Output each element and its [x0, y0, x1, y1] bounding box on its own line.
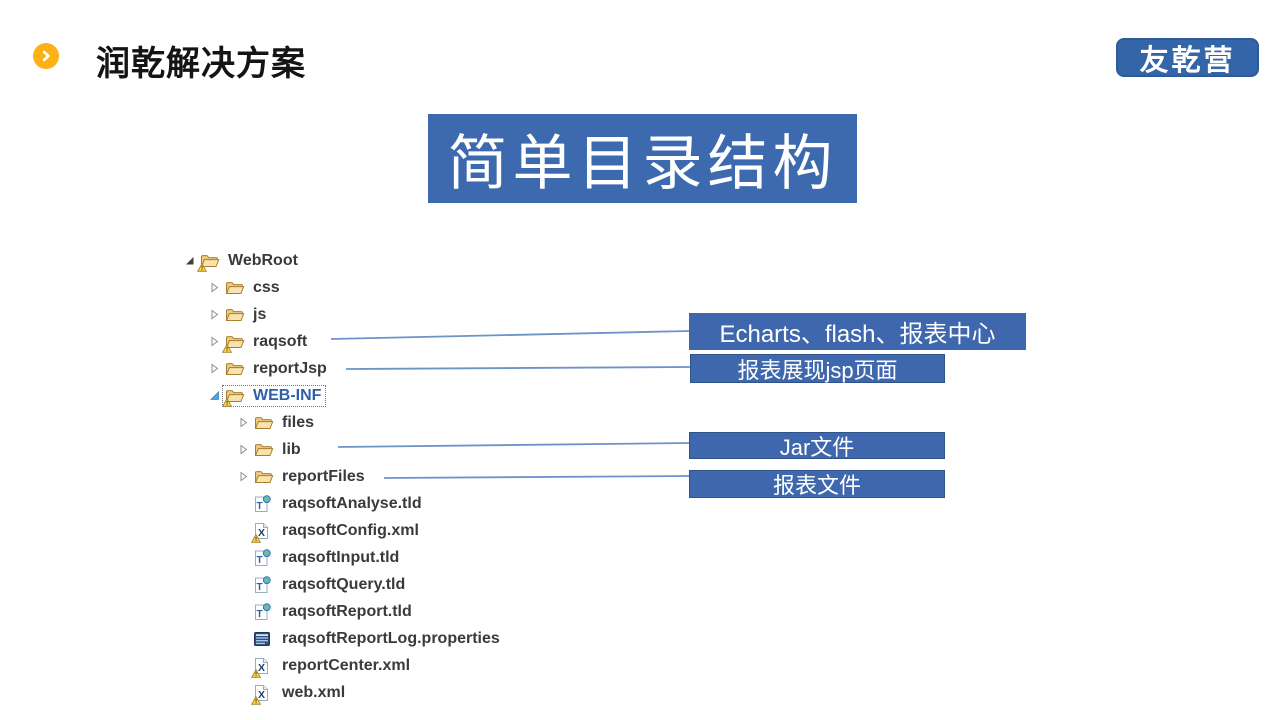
tld-file-icon: T [254, 548, 276, 567]
tree-item-label: WEB-INF [253, 386, 322, 404]
svg-text:T: T [257, 582, 263, 593]
tree-item-label: reportJsp [253, 359, 327, 377]
tree-item-label: web.xml [282, 683, 346, 701]
tree-item-css[interactable]: css [183, 274, 500, 301]
twistie-collapsed-icon[interactable] [237, 443, 254, 457]
twistie-collapsed-icon[interactable] [208, 335, 225, 349]
twistie-expanded-blue-icon[interactable] [208, 389, 225, 403]
svg-text:X: X [258, 662, 265, 674]
tree-item-label: raqsoftReportLog.properties [282, 629, 500, 647]
tree-item-label: css [253, 278, 280, 296]
twistie-spacer [237, 551, 254, 565]
tree-item-label: WebRoot [228, 251, 298, 269]
xml-file-icon: X [250, 522, 276, 543]
warning-overlay-icon [250, 533, 262, 543]
warning-overlay-icon [250, 695, 262, 705]
svg-text:T: T [257, 501, 263, 512]
folder-icon [225, 307, 247, 323]
tree-item-label: js [253, 305, 267, 323]
tree-item-label: raqsoftConfig.xml [282, 521, 419, 539]
chevron-right-icon [33, 43, 59, 69]
tree-item-label: raqsoft [253, 332, 308, 350]
tree-item-web-inf[interactable]: WEB-INF [183, 382, 500, 409]
properties-file-icon [254, 631, 276, 646]
tree-item-lib[interactable]: lib [183, 436, 500, 463]
svg-text:T: T [257, 609, 263, 620]
tree-item-js[interactable]: js [183, 301, 500, 328]
twistie-collapsed-icon[interactable] [237, 470, 254, 484]
tree-item-raqsoftreportlog-properties[interactable]: raqsoftReportLog.properties [183, 625, 500, 652]
twistie-collapsed-icon[interactable] [208, 362, 225, 376]
tree-item-files[interactable]: files [183, 409, 500, 436]
folder-icon [225, 361, 247, 377]
twistie-spacer [237, 632, 254, 646]
folder-icon [196, 253, 222, 272]
selection-focus-outline: WEB-INF [221, 384, 327, 407]
tree-item-label: reportCenter.xml [282, 656, 411, 674]
tree-item-label: reportFiles [282, 467, 365, 485]
warning-overlay-icon [196, 262, 208, 272]
svg-text:T: T [257, 555, 263, 566]
tree-item-label: raqsoftQuery.tld [282, 575, 406, 593]
twistie-collapsed-icon[interactable] [237, 416, 254, 430]
callout-raqsoft: Echarts、flash、报表中心 [689, 313, 1026, 350]
xml-file-icon: X [250, 657, 276, 678]
folder-icon [254, 415, 276, 431]
svg-text:X: X [258, 527, 265, 539]
tree-item-label: raqsoftReport.tld [282, 602, 412, 620]
tree-item-label: files [282, 413, 315, 431]
folder-icon [221, 334, 247, 353]
tld-file-icon: T [254, 602, 276, 621]
tree-item-raqsoft[interactable]: raqsoft [183, 328, 500, 355]
folder-icon [225, 280, 247, 296]
tld-file-icon: T [254, 494, 276, 513]
section-banner: 简单目录结构 [428, 114, 857, 203]
twistie-spacer [237, 578, 254, 592]
warning-overlay-icon [221, 397, 233, 407]
page-title: 润乾解决方案 [96, 45, 306, 83]
folder-icon [254, 469, 276, 485]
folder-icon [254, 442, 276, 458]
callout-reportjsp: 报表展现jsp页面 [690, 354, 945, 383]
twistie-spacer [237, 497, 254, 511]
folder-icon [221, 388, 247, 407]
twistie-expanded-icon[interactable] [183, 254, 200, 268]
svg-text:X: X [258, 689, 265, 701]
brand-logo: 友乾营 [1116, 38, 1259, 77]
tree-item-label: raqsoftInput.tld [282, 548, 400, 566]
twistie-collapsed-icon[interactable] [208, 281, 225, 295]
callout-reportfiles: 报表文件 [689, 470, 945, 498]
tree-item-webroot[interactable]: WebRoot [183, 247, 500, 274]
tree-item-label: raqsoftAnalyse.tld [282, 494, 422, 512]
xml-file-icon: X [250, 684, 276, 705]
tree-item-reportjsp[interactable]: reportJsp [183, 355, 500, 382]
twistie-collapsed-icon[interactable] [208, 308, 225, 322]
tld-file-icon: T [254, 575, 276, 594]
warning-overlay-icon [250, 668, 262, 678]
tree-item-reportfiles[interactable]: reportFiles [183, 463, 500, 490]
callout-lib: Jar文件 [689, 432, 945, 460]
warning-overlay-icon [221, 343, 233, 353]
tree-item-label: lib [282, 440, 301, 458]
twistie-spacer [237, 605, 254, 619]
